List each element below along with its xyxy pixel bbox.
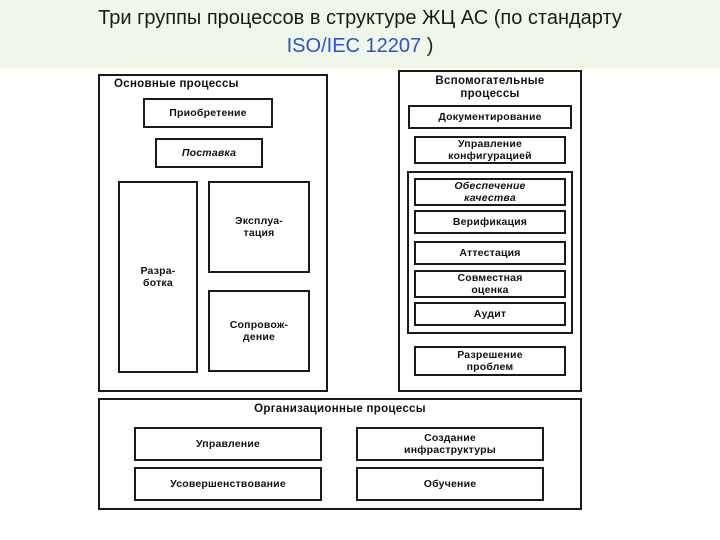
verification-process: Верификация [414,210,566,234]
supply-process: Поставка [155,138,263,168]
acquisition-process: Приобретение [143,98,273,128]
title-suffix: ) [421,35,434,57]
joint-review-process: Совместная оценка [414,270,566,298]
improvement-process: Усовершенствование [134,467,322,501]
development-process: Разра- ботка [118,181,198,373]
organizational-processes-heading: Организационные процессы [254,403,426,415]
documentation-process: Документирование [408,105,572,129]
training-process: Обучение [356,467,544,501]
configuration-management-process: Управление конфигурацией [414,136,566,164]
problem-resolution-process: Разрешение проблем [414,346,566,376]
slide-header: Три группы процессов в структуре ЖЦ АС (… [0,0,720,68]
management-process: Управление [134,427,322,461]
infrastructure-process: Создание инфраструктуры [356,427,544,461]
quality-assurance-process: Обеспечение качества [414,178,566,206]
maintenance-process: Сопровож- дение [208,290,310,372]
primary-processes-heading: Основные процессы [114,78,239,90]
validation-process: Аттестация [414,241,566,265]
slide-title-continued: ISO/IEC 12207 ) [0,34,720,58]
slide-title: Три группы процессов в структуре ЖЦ АС (… [98,7,622,29]
supporting-processes-heading: Вспомогательные процессы [435,75,545,100]
operation-process: Эксплуа- тация [208,181,310,273]
audit-process: Аудит [414,302,566,326]
standard-name: ISO/IEC 12207 [286,35,422,57]
